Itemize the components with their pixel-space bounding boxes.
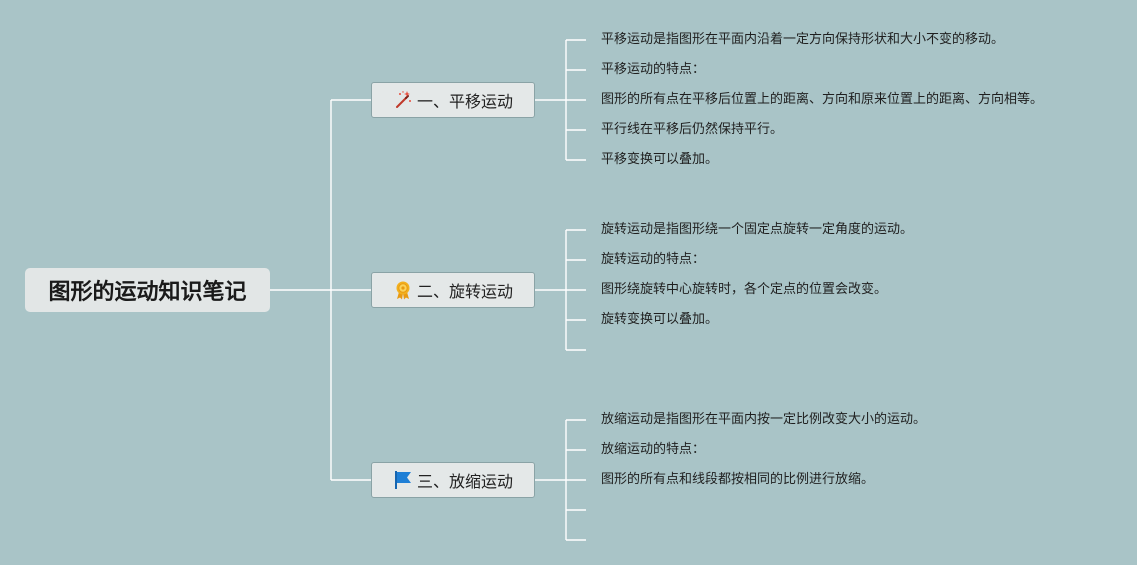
branch-topic-scaling[interactable]: 三、放缩运动 <box>371 462 535 498</box>
branch-topic-rotation[interactable]: 二、旋转运动 <box>371 272 535 308</box>
branch-label: 二、旋转运动 <box>416 282 513 301</box>
leaf-text[interactable]: 图形的所有点和线段都按相同的比例进行放缩。 <box>601 472 875 487</box>
leaf-text[interactable]: 平移运动是指图形在平面内沿着一定方向保持形状和大小不变的移动。 <box>601 32 1005 47</box>
leaf-text[interactable]: 放缩运动的特点： <box>601 442 706 457</box>
branch-label: 三、放缩运动 <box>416 472 513 491</box>
leaf-text[interactable]: 平行线在平移后仍然保持平行。 <box>601 122 784 137</box>
leaf-text[interactable]: 平移变换可以叠加。 <box>601 152 719 167</box>
branch-label: 一、平移运动 <box>416 92 513 111</box>
flag-icon <box>393 470 413 490</box>
leaf-text[interactable]: 旋转运动是指图形绕一个固定点旋转一定角度的运动。 <box>601 222 914 237</box>
leaf-text[interactable]: 图形绕旋转中心旋转时，各个定点的位置会改变。 <box>601 282 888 297</box>
leaf-text[interactable]: 旋转运动的特点： <box>601 252 706 267</box>
leaf-text[interactable]: 图形的所有点在平移后位置上的距离、方向和原来位置上的距离、方向相等。 <box>601 92 1044 107</box>
branch-topic-translation[interactable]: 一、平移运动 <box>371 82 535 118</box>
magic-wand-icon <box>393 90 413 110</box>
medal-icon <box>393 280 413 300</box>
leaf-text[interactable]: 平移运动的特点： <box>601 62 706 77</box>
leaf-text[interactable]: 旋转变换可以叠加。 <box>601 312 719 327</box>
leaf-text[interactable]: 放缩运动是指图形在平面内按一定比例改变大小的运动。 <box>601 412 927 427</box>
root-topic[interactable]: 图形的运动知识笔记 <box>25 268 270 312</box>
